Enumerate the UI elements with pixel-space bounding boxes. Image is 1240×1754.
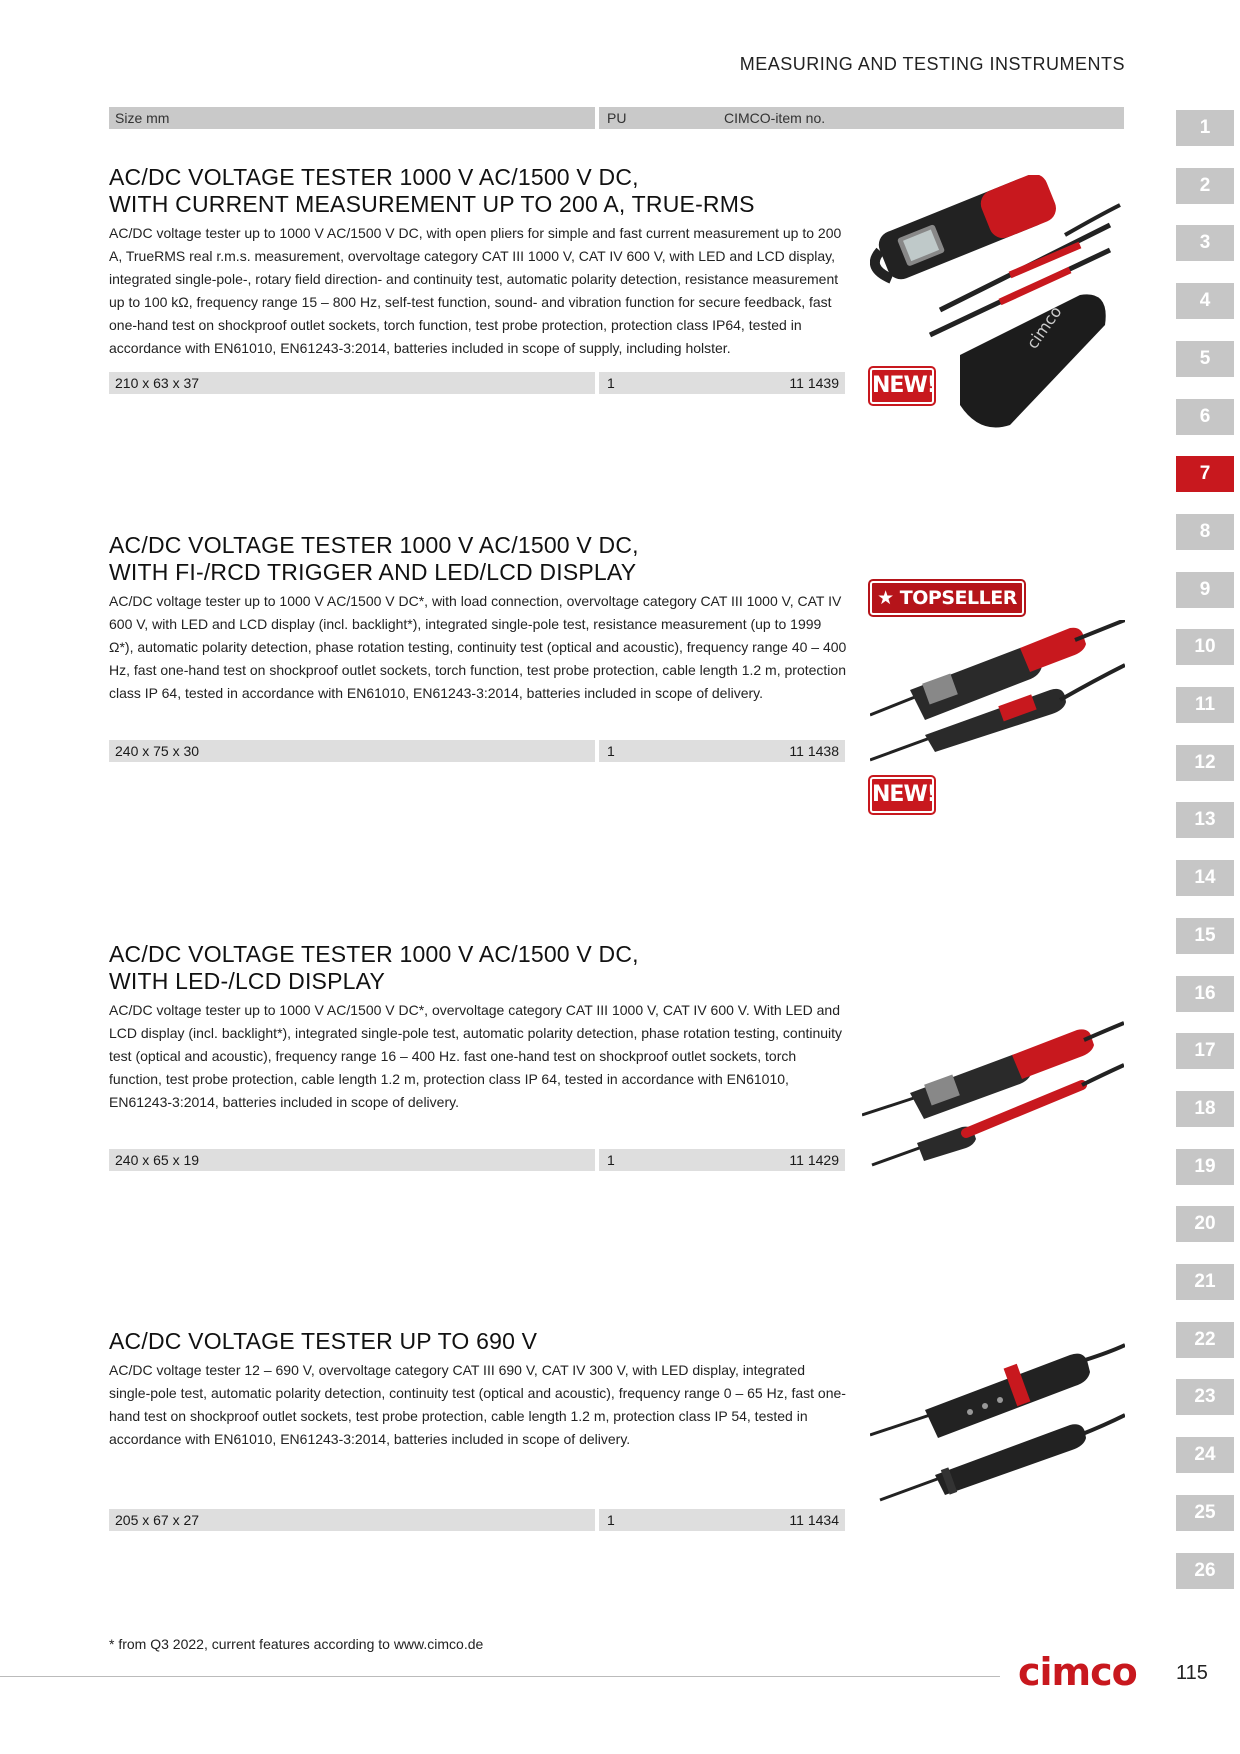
chapter-tab-5[interactable]: 5 bbox=[1176, 340, 1234, 377]
column-header-bar: Size mm PU CIMCO-item no. bbox=[109, 107, 1124, 129]
product-title: AC/DC VOLTAGE TESTER 1000 V AC/1500 V DC… bbox=[109, 532, 849, 586]
new-badge: NEW! bbox=[870, 368, 937, 404]
chapter-tab-11[interactable]: 11 bbox=[1176, 687, 1234, 723]
title-line-1: AC/DC VOLTAGE TESTER UP TO 690 V bbox=[109, 1328, 538, 1354]
size-cell: 205 x 67 x 27 bbox=[109, 1509, 595, 1531]
size-cell: 240 x 65 x 19 bbox=[109, 1149, 595, 1171]
title-line-2: WITH LED-/LCD DISPLAY bbox=[109, 968, 385, 994]
product-description: AC/DC voltage tester up to 1000 V AC/150… bbox=[109, 593, 847, 701]
product-block-1: AC/DC VOLTAGE TESTER 1000 V AC/1500 V DC… bbox=[109, 164, 849, 394]
product-block-4: AC/DC VOLTAGE TESTER UP TO 690 V AC/DC v… bbox=[109, 1328, 849, 1531]
product-title: AC/DC VOLTAGE TESTER 1000 V AC/1500 V DC… bbox=[109, 164, 849, 218]
product-block-3: AC/DC VOLTAGE TESTER 1000 V AC/1500 V DC… bbox=[109, 941, 849, 1171]
product-data-row: 240 x 65 x 19 1 11 1429 bbox=[109, 1149, 845, 1171]
chapter-tab-8[interactable]: 8 bbox=[1176, 513, 1234, 550]
chapter-tab-19[interactable]: 19 bbox=[1176, 1148, 1234, 1185]
chapter-tab-4[interactable]: 4 bbox=[1176, 283, 1234, 320]
product-data-row: 240 x 75 x 30 1 11 1438 bbox=[109, 740, 845, 762]
pu-cell: 1 bbox=[599, 740, 667, 762]
column-item-no: CIMCO-item no. bbox=[662, 107, 1124, 129]
pu-cell: 1 bbox=[599, 372, 667, 394]
chapter-tab-22[interactable]: 22 bbox=[1176, 1321, 1234, 1358]
new-badge: NEW! bbox=[870, 777, 937, 813]
page-number: 115 bbox=[1176, 1662, 1208, 1684]
cimco-logo: cimco bbox=[1018, 1650, 1138, 1694]
chapter-tab-25[interactable]: 25 bbox=[1176, 1494, 1234, 1531]
chapter-tab-14[interactable]: 14 bbox=[1176, 860, 1234, 897]
chapter-tab-18[interactable]: 18 bbox=[1176, 1090, 1234, 1127]
pu-cell: 1 bbox=[599, 1149, 667, 1171]
chapter-tab-23[interactable]: 23 bbox=[1176, 1379, 1234, 1416]
item-cell: 11 1438 bbox=[662, 740, 845, 762]
title-line-1: AC/DC VOLTAGE TESTER 1000 V AC/1500 V DC… bbox=[109, 164, 639, 190]
title-line-2: WITH CURRENT MEASUREMENT UP TO 200 A, TR… bbox=[109, 191, 755, 217]
title-line-1: AC/DC VOLTAGE TESTER 1000 V AC/1500 V DC… bbox=[109, 941, 639, 967]
chapter-tab-20[interactable]: 20 bbox=[1176, 1206, 1234, 1243]
title-line-1: AC/DC VOLTAGE TESTER 1000 V AC/1500 V DC… bbox=[109, 532, 639, 558]
chapter-tab-12[interactable]: 12 bbox=[1176, 744, 1234, 781]
product-description: AC/DC voltage tester up to 1000 V AC/150… bbox=[109, 1002, 843, 1110]
title-line-2: WITH FI-/RCD TRIGGER AND LED/LCD DISPLAY bbox=[109, 559, 637, 585]
chapter-tab-1[interactable]: 1 bbox=[1176, 110, 1234, 146]
item-cell: 11 1439 bbox=[662, 372, 845, 394]
product-block-2: AC/DC VOLTAGE TESTER 1000 V AC/1500 V DC… bbox=[109, 532, 849, 762]
topseller-badge: ★ TOPSELLER ★ bbox=[870, 581, 1024, 639]
column-size: Size mm bbox=[109, 107, 595, 129]
item-cell: 11 1434 bbox=[662, 1509, 845, 1531]
product-title: AC/DC VOLTAGE TESTER 1000 V AC/1500 V DC… bbox=[109, 941, 849, 995]
chapter-tab-10[interactable]: 10 bbox=[1176, 629, 1234, 666]
chapter-tab-16[interactable]: 16 bbox=[1176, 975, 1234, 1012]
footer-divider bbox=[0, 1676, 1000, 1677]
chapter-tab-24[interactable]: 24 bbox=[1176, 1437, 1234, 1474]
chapter-tab-6[interactable]: 6 bbox=[1176, 398, 1234, 435]
chapter-tab-3[interactable]: 3 bbox=[1176, 225, 1234, 262]
product-description: AC/DC voltage tester up to 1000 V AC/150… bbox=[109, 225, 842, 356]
chapter-tab-2[interactable]: 2 bbox=[1176, 167, 1234, 204]
product-title: AC/DC VOLTAGE TESTER UP TO 690 V bbox=[109, 1328, 849, 1355]
item-cell: 11 1429 bbox=[662, 1149, 845, 1171]
chapter-tab-26[interactable]: 26 bbox=[1176, 1552, 1234, 1589]
product-image-clamp-tester: cimco bbox=[870, 175, 1121, 428]
chapter-tab-17[interactable]: 17 bbox=[1176, 1033, 1234, 1070]
chapter-tab-7[interactable]: 7 bbox=[1176, 456, 1234, 493]
section-title: MEASURING AND TESTING INSTRUMENTS bbox=[739, 54, 1125, 74]
pu-cell: 1 bbox=[599, 1509, 667, 1531]
chapter-tab-13[interactable]: 13 bbox=[1176, 802, 1234, 839]
product-data-row: 205 x 67 x 27 1 11 1434 bbox=[109, 1509, 845, 1531]
chapter-tab-15[interactable]: 15 bbox=[1176, 917, 1234, 954]
product-description: AC/DC voltage tester 12 – 690 V, overvol… bbox=[109, 1362, 846, 1447]
product-image-voltage-tester-690v bbox=[870, 1343, 1125, 1502]
size-cell: 240 x 75 x 30 bbox=[109, 740, 595, 762]
size-cell: 210 x 63 x 37 bbox=[109, 372, 595, 394]
chapter-tab-21[interactable]: 21 bbox=[1176, 1264, 1234, 1300]
chapter-tab-9[interactable]: 9 bbox=[1176, 571, 1234, 608]
product-data-row: 210 x 63 x 37 1 11 1439 bbox=[109, 372, 845, 394]
column-pu: PU bbox=[599, 107, 667, 129]
product-image-voltage-tester-lcd bbox=[862, 1021, 1124, 1167]
product-image-voltage-tester-rcd bbox=[870, 620, 1125, 762]
footnote: * from Q3 2022, current features accordi… bbox=[109, 1636, 484, 1652]
